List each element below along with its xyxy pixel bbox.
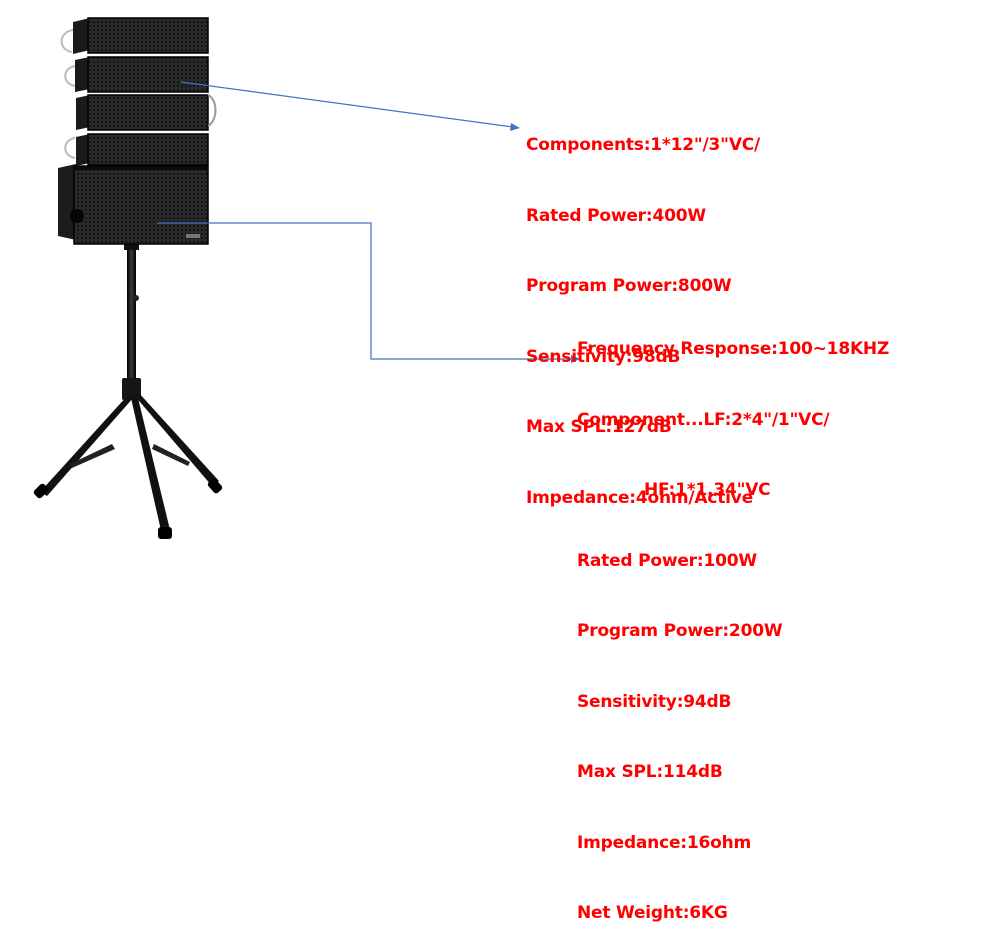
sub-spec-component-lf: Component...LF:2*4"/1"VC/ bbox=[577, 409, 830, 430]
tripod-stand bbox=[33, 240, 223, 539]
satellite-specs-panel: Components:1*12"/3"VC/ Rated Power:400W … bbox=[526, 87, 760, 534]
module-3 bbox=[76, 94, 209, 131]
subwoofer-cabinet bbox=[58, 164, 209, 245]
sat-spec-rated-power: Rated Power:400W bbox=[526, 205, 706, 226]
sub-spec-sensitivity: Sensitivity:94dB bbox=[577, 691, 732, 712]
line-array-speaker-image bbox=[33, 17, 580, 539]
sub-spec-frequency-response: Frequency Response:100~18KHZ bbox=[577, 339, 890, 359]
sub-spec-program-power: Program Power:200W bbox=[577, 621, 783, 641]
sub-spec-max-spl: Max SPL:114dB bbox=[577, 762, 723, 782]
callout-arrows bbox=[157, 81, 580, 363]
subwoofer-specs-panel: Frequency Response:100~18KHZ Component..… bbox=[577, 291, 889, 949]
module-1 bbox=[73, 17, 209, 54]
sat-spec-sensitivity: Sensitivity:98dB bbox=[526, 346, 681, 367]
sat-spec-max-spl: Max SPL:127dB bbox=[526, 417, 672, 437]
line-array-modules bbox=[60, 17, 217, 166]
sat-spec-program-power: Program Power:800W bbox=[526, 276, 732, 296]
sub-spec-impedance: Impedance:16ohm bbox=[577, 832, 752, 853]
module-4 bbox=[76, 133, 209, 166]
sub-spec-rated-power: Rated Power:100W bbox=[577, 550, 757, 571]
sat-spec-components: Components:1*12"/3"VC/ bbox=[526, 135, 761, 155]
sub-spec-component-hf: HF:1*1.34"VC bbox=[644, 480, 771, 500]
module-2 bbox=[75, 56, 209, 93]
sub-spec-net-weight: Net Weight:6KG bbox=[577, 903, 728, 923]
sat-spec-impedance: Impedance:4ohm/Active bbox=[526, 487, 754, 508]
